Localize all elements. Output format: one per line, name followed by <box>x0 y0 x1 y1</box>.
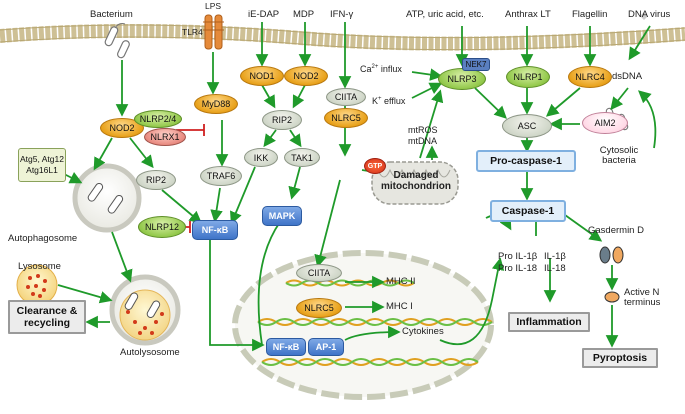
active-n-terminus-label: Active N terminus <box>624 287 661 309</box>
clearance-recycling-box: Clearance & recycling <box>8 300 86 334</box>
ie-dap-label: iE-DAP <box>248 9 280 20</box>
mhc1-label: MHC I <box>386 301 413 312</box>
tlr4-label: TLR4 <box>182 27 203 37</box>
mdp-label: MDP <box>293 9 315 20</box>
asc-node: ASC <box>502 114 552 138</box>
tak1-node: TAK1 <box>284 148 320 167</box>
atp-label: ATP, uric acid, etc. <box>406 9 484 20</box>
inflammation-box: Inflammation <box>508 312 590 332</box>
nfkb-node: NF-κB <box>192 220 238 240</box>
mtdna-label: mtDNA <box>408 136 437 146</box>
nlrp3-node: NLRP3 <box>438 68 486 90</box>
pro-il1b-label: Pro IL-1β <box>498 251 538 262</box>
k-efflux-label: K+ efflux <box>372 96 406 106</box>
lysosome-label: Lysosome <box>18 261 61 272</box>
atg-complex-node: Atg5, Atg12 Atg16L1 <box>18 148 66 182</box>
nlrc4-node: NLRC4 <box>568 66 612 88</box>
rip2-node: RIP2 <box>262 110 302 130</box>
ca-influx-label: Ca2+ influx <box>360 64 402 74</box>
ifn-gamma-label: IFN-γ <box>330 9 354 20</box>
dna-virus-label: DNA virus <box>628 9 671 20</box>
il18-label: IL-18 <box>544 263 566 274</box>
nlrp1-node: NLRP1 <box>506 66 550 88</box>
nucleus-ap1-node: AP-1 <box>308 338 344 356</box>
bacterium-label: Bacterium <box>90 9 133 20</box>
damaged-mitochondrion-shape <box>371 161 459 205</box>
rip2-left-node: RIP2 <box>136 170 176 190</box>
mapk-node: MAPK <box>262 206 302 226</box>
nod2-node: NOD2 <box>100 118 144 138</box>
nod1-node: NOD1 <box>240 66 284 86</box>
gasdermin-icon <box>599 246 624 303</box>
lps-label: LPS <box>205 1 222 11</box>
pro-caspase1-node: Pro-caspase-1 <box>476 150 576 172</box>
mtros-label: mtROS <box>408 125 438 135</box>
nlrp12-node: NLRP12 <box>138 216 186 238</box>
pro-il18-label: Pro IL-18 <box>498 263 538 274</box>
nucleus-ciita-node: CIITA <box>296 264 342 282</box>
traf6-node: TRAF6 <box>200 166 242 186</box>
cytosolic-bacteria-label: Cytosolic bacteria <box>599 145 639 167</box>
nucleus <box>232 250 494 400</box>
dsdna-label: dsDNA <box>612 71 643 82</box>
caspase1-node: Caspase-1 <box>490 200 566 222</box>
nucleus-nlrc5-node: NLRC5 <box>296 298 342 318</box>
activation-arrows <box>57 22 657 352</box>
damaged-mitochondrion-label: Damaged mitochondrion <box>381 170 451 192</box>
nlrp24-node: NLRP2/4 <box>134 110 182 128</box>
nod2-top-node: NOD2 <box>284 66 328 86</box>
plasma-membrane <box>0 23 685 51</box>
dna-virus-icon <box>640 12 648 20</box>
nek7-node: NEK7 <box>462 58 490 71</box>
autophagosome-label: Autophagosome <box>8 233 78 244</box>
autolysosome-icon <box>109 274 181 346</box>
aim2-node: AIM2 <box>582 112 628 134</box>
autophagosome-icon <box>72 163 142 233</box>
ciita-node: CIITA <box>326 88 366 106</box>
pyroptosis-box: Pyroptosis <box>582 348 658 368</box>
autolysosome-label: Autolysosome <box>120 347 180 358</box>
gtp-node: GTP <box>364 158 386 174</box>
bacterium-icon <box>104 23 130 59</box>
il1b-label: IL-1β <box>544 251 566 262</box>
cytokines-label: Cytokines <box>402 326 444 337</box>
anthrax-label: Anthrax LT <box>505 9 551 20</box>
myd88-node: MyD88 <box>194 94 238 114</box>
mhc2-label: MHC II <box>386 276 416 287</box>
tlr4-receptor-icon <box>203 14 224 50</box>
nlrc5-node: NLRC5 <box>324 108 368 128</box>
dna-helix-2 <box>257 318 493 326</box>
nlrx1-node: NLRX1 <box>144 128 186 146</box>
gasdermin-label: Gasdermin D <box>588 225 644 236</box>
flagellin-label: Flagellin <box>572 9 608 20</box>
nucleus-nfkb-node: NF-κB <box>266 338 306 356</box>
ikk-node: IKK <box>244 148 278 167</box>
